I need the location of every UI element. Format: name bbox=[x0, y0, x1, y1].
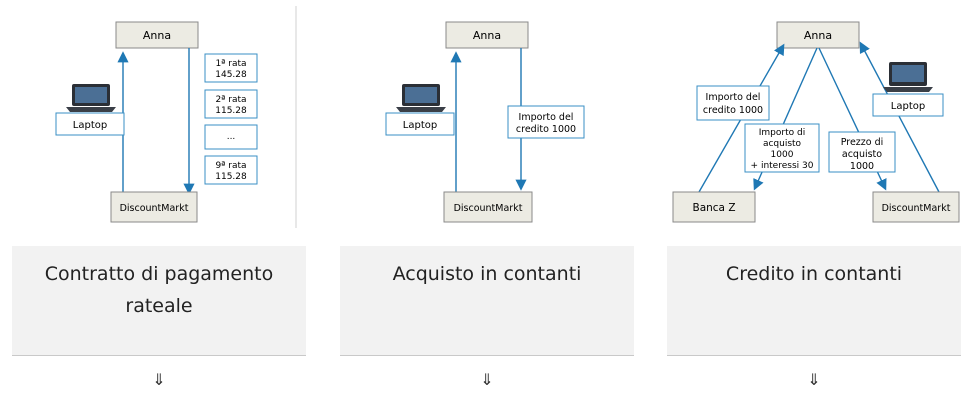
column-cash-credit: Anna Importo del credito 1000 Importo di… bbox=[667, 0, 961, 394]
svg-text:+ interessi 30: + interessi 30 bbox=[751, 161, 814, 171]
diagram-cash-credit: Anna Importo del credito 1000 Importo di… bbox=[672, 21, 960, 223]
caption-text: Acquisto in contanti bbox=[392, 263, 582, 285]
node-shop-label: DiscountMarkt bbox=[120, 203, 189, 214]
node-laptop: Laptop bbox=[385, 112, 455, 136]
laptop-icon bbox=[883, 62, 933, 92]
caption-box: Acquisto in contanti bbox=[340, 246, 634, 356]
svg-text:Importo del: Importo del bbox=[519, 112, 574, 123]
node-anna: Anna bbox=[115, 21, 199, 49]
svg-text:Laptop: Laptop bbox=[891, 101, 925, 112]
label-repayment: Importo di acquisto 1000 + interessi 30 bbox=[744, 123, 820, 173]
installment-9: 9ª rata 115.28 bbox=[204, 155, 258, 185]
svg-text:1ª rata: 1ª rata bbox=[215, 59, 246, 69]
node-discountmarkt: DiscountMarkt bbox=[110, 191, 198, 223]
node-banca-z: Banca Z bbox=[672, 191, 756, 223]
svg-text:Laptop: Laptop bbox=[403, 120, 437, 131]
svg-text:credito 1000: credito 1000 bbox=[516, 124, 576, 135]
installment-2: 2ª rata 115.28 bbox=[204, 89, 258, 119]
down-arrow[interactable]: ⇓ bbox=[480, 370, 494, 389]
svg-text:1000: 1000 bbox=[771, 150, 794, 160]
svg-text:credito 1000: credito 1000 bbox=[703, 105, 763, 116]
node-anna: Anna bbox=[445, 21, 529, 49]
node-laptop-label: Laptop bbox=[73, 120, 107, 131]
flow-label-credit: Importo del credito 1000 bbox=[507, 105, 585, 139]
svg-text:acquisto: acquisto bbox=[763, 139, 802, 149]
caption-box: Contratto di pagamento rateale bbox=[12, 246, 306, 356]
svg-text:Anna: Anna bbox=[804, 29, 832, 42]
svg-text:9ª rata: 9ª rata bbox=[215, 161, 246, 171]
node-anna: Anna bbox=[776, 21, 860, 49]
caption-text: Credito in contanti bbox=[725, 263, 903, 285]
node-laptop: Laptop bbox=[872, 93, 944, 117]
caption-text: Contratto di pagamento rateale bbox=[44, 263, 274, 317]
node-discountmarkt: DiscountMarkt bbox=[872, 191, 960, 223]
svg-text:acquisto: acquisto bbox=[842, 149, 882, 160]
svg-text:115.28: 115.28 bbox=[215, 106, 247, 116]
column-installment-contract: Anna Laptop DiscountMarkt 1ª rata 145.28 bbox=[12, 0, 306, 394]
svg-text:115.28: 115.28 bbox=[215, 172, 247, 182]
node-discountmarkt: DiscountMarkt bbox=[443, 191, 533, 223]
svg-text:2ª rata: 2ª rata bbox=[215, 95, 246, 105]
installment-1: 1ª rata 145.28 bbox=[204, 53, 258, 83]
label-purchase-price: Prezzo di acquisto 1000 bbox=[828, 131, 896, 173]
laptop-icon bbox=[396, 84, 446, 112]
installment-ellipsis: ... bbox=[204, 124, 258, 150]
down-arrow[interactable]: ⇓ bbox=[807, 370, 821, 389]
node-laptop: Laptop bbox=[55, 112, 125, 136]
svg-text:1000: 1000 bbox=[850, 161, 874, 172]
svg-text:Importo del: Importo del bbox=[706, 92, 761, 103]
down-arrow[interactable]: ⇓ bbox=[152, 370, 166, 389]
node-anna-label: Anna bbox=[143, 29, 171, 42]
column-cash-purchase: Anna Laptop Importo del credito 1000 Dis… bbox=[340, 0, 634, 394]
arrow-shop-to-anna bbox=[859, 41, 940, 193]
svg-text:145.28: 145.28 bbox=[215, 70, 247, 80]
svg-text:Banca Z: Banca Z bbox=[692, 202, 735, 214]
svg-text:Anna: Anna bbox=[473, 29, 501, 42]
svg-text:DiscountMarkt: DiscountMarkt bbox=[882, 203, 951, 214]
diagram-installment: Anna Laptop DiscountMarkt 1ª rata 145.28 bbox=[55, 6, 297, 228]
label-credit-amount: Importo del credito 1000 bbox=[696, 85, 770, 121]
svg-text:Prezzo di: Prezzo di bbox=[841, 137, 884, 148]
svg-text:...: ... bbox=[227, 132, 236, 142]
laptop-icon bbox=[66, 84, 116, 112]
svg-text:DiscountMarkt: DiscountMarkt bbox=[454, 203, 523, 214]
diagram-cash-purchase: Anna Laptop Importo del credito 1000 Dis… bbox=[385, 21, 585, 223]
svg-text:Importo di: Importo di bbox=[759, 128, 805, 138]
caption-box: Credito in contanti bbox=[667, 246, 961, 356]
